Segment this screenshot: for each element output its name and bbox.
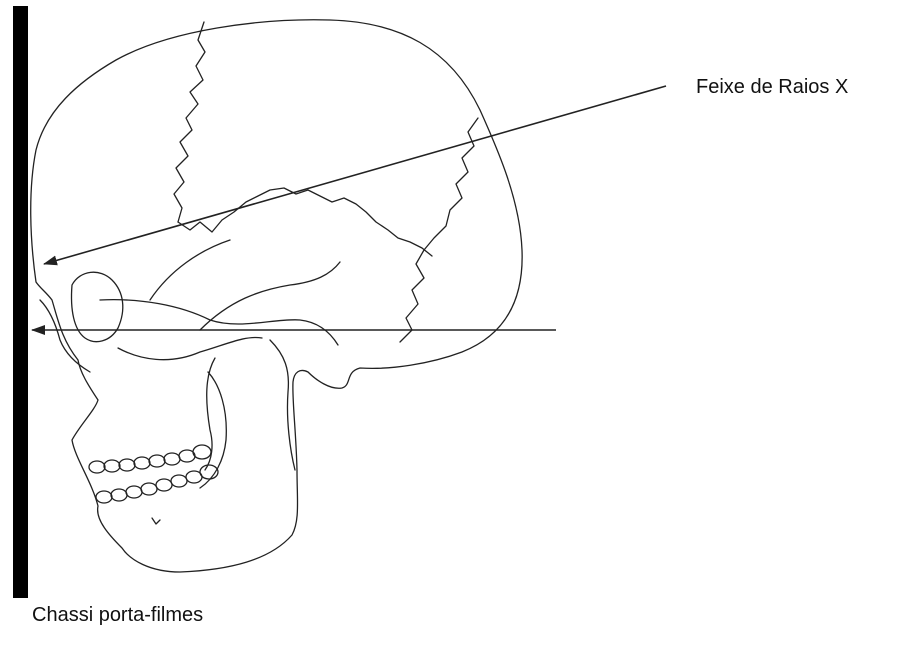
- film-cassette-label: Chassi porta-filmes: [32, 604, 203, 627]
- lower-teeth: [96, 465, 218, 503]
- temporal-curve: [150, 240, 340, 330]
- xray-beam-label: Feixe de Raios X: [696, 76, 848, 99]
- xray-beam-arrow: [44, 86, 666, 264]
- upper-teeth: [89, 445, 211, 473]
- orbit-outline: [72, 272, 123, 341]
- skull-outline: [31, 20, 522, 572]
- coronal-suture: [174, 22, 205, 222]
- film-cassette-bar: [13, 6, 28, 598]
- mental-foramen-mark: [152, 518, 160, 524]
